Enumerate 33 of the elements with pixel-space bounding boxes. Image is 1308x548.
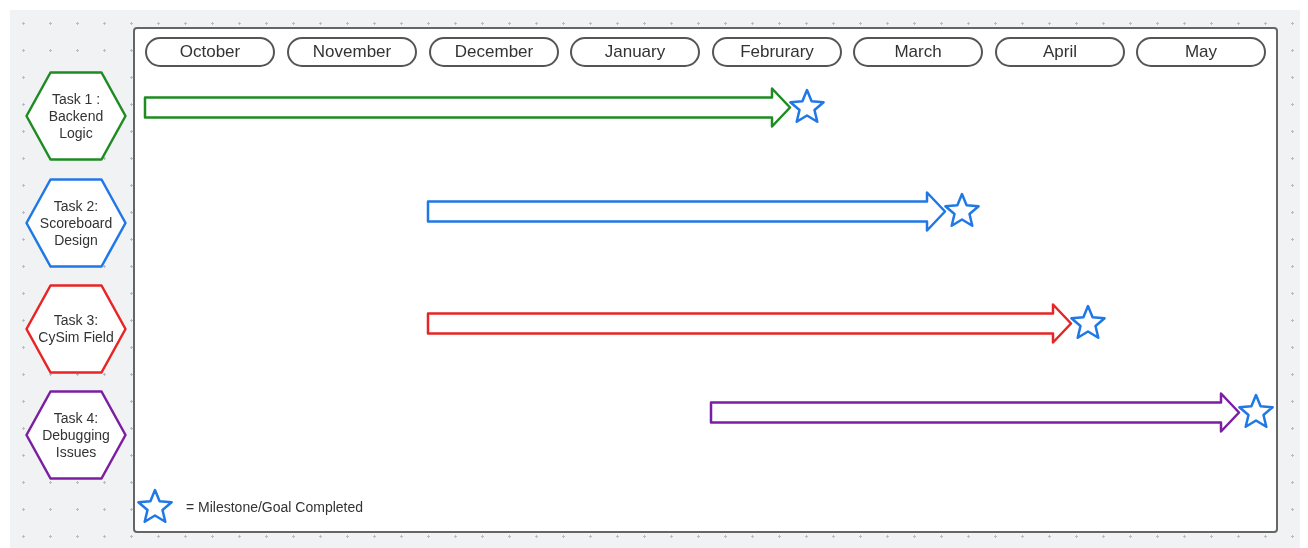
milestone-star — [1237, 393, 1275, 430]
month-pill — [287, 37, 417, 67]
month-label: December — [453, 41, 535, 63]
task-label: Task 3: CySim Field — [37, 311, 115, 347]
month-label: March — [893, 41, 943, 63]
task-hexagon — [25, 178, 127, 268]
month-label: November — [311, 41, 393, 63]
month-label: Februrary — [739, 41, 815, 63]
month-label: January — [603, 41, 667, 63]
month-pill — [145, 37, 275, 67]
milestone-star — [943, 192, 981, 229]
month-pill — [853, 37, 983, 67]
month-pill — [570, 37, 700, 67]
timeline-arrow — [709, 392, 1241, 433]
timeline-arrow — [426, 191, 947, 232]
timeline-arrow — [143, 87, 792, 128]
month-label: April — [1042, 41, 1078, 63]
month-label: October — [178, 41, 242, 63]
timeline-arrow — [426, 303, 1073, 344]
month-pill — [995, 37, 1125, 67]
task-hexagon — [25, 390, 127, 480]
milestone-star — [788, 88, 826, 125]
legend-label: = Milestone/Goal Completed — [186, 499, 364, 515]
month-pill — [1136, 37, 1266, 67]
month-pill — [712, 37, 842, 67]
task-label: Task 2: Scoreboard Design — [38, 196, 114, 250]
task-label: Task 1 : Backend Logic — [47, 89, 105, 143]
milestone-star — [1069, 304, 1107, 341]
month-pill — [429, 37, 559, 67]
task-hexagon — [25, 71, 127, 161]
task-label: Task 4: Debugging Issues — [41, 408, 111, 462]
month-label: May — [1183, 41, 1219, 63]
task-hexagon — [25, 284, 127, 374]
